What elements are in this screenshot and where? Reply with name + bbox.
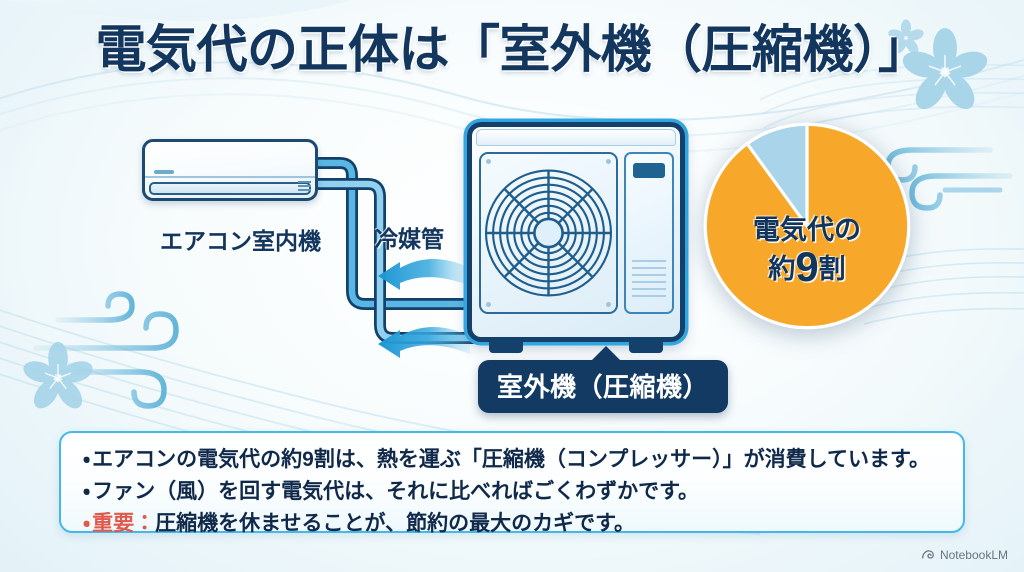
outdoor-unit-top-cover bbox=[476, 129, 676, 146]
bullet-item-3-important: ・重要：圧縮機を休ませることが、節約の最大のカギです。 bbox=[83, 508, 941, 540]
bullet-marker: ・ bbox=[83, 511, 91, 535]
notebooklm-logo-icon bbox=[922, 550, 934, 559]
bullet-marker: ・ bbox=[83, 448, 91, 471]
indoor-unit-illustration bbox=[142, 139, 318, 201]
screw-icon bbox=[606, 159, 611, 164]
screw-icon bbox=[606, 302, 611, 307]
refrigerant-pipe-label: 冷媒管 bbox=[375, 226, 444, 252]
indoor-unit-indicator bbox=[154, 170, 174, 174]
screw-icon bbox=[486, 302, 491, 307]
indoor-unit-louver bbox=[149, 182, 311, 195]
outdoor-unit-vent-slats bbox=[632, 260, 666, 302]
watermark: NotebookLM bbox=[921, 548, 1008, 562]
outdoor-unit-foot-left bbox=[489, 340, 523, 353]
bullet-lead-important: 重要： bbox=[92, 511, 156, 535]
summary-box: ・エアコンの電気代の約9割は、熱を運ぶ「圧縮機（コンプレッサー）」が消費していま… bbox=[59, 431, 965, 535]
electricity-share-pie-chart bbox=[703, 122, 911, 330]
page-title: 電気代の正体は「室外機（圧縮機）」 bbox=[95, 21, 929, 78]
indoor-unit-vent-chip bbox=[298, 181, 311, 191]
wind-swirl-icon-left bbox=[33, 291, 179, 409]
outdoor-unit-control-block bbox=[633, 163, 665, 178]
screw-icon bbox=[486, 159, 491, 164]
outdoor-unit-badge: 室外機（圧縮機） bbox=[478, 346, 729, 413]
outdoor-unit-fan-panel bbox=[479, 152, 618, 314]
flow-arrow-lower bbox=[378, 327, 470, 358]
indoor-unit-label: エアコン室内機 bbox=[160, 228, 321, 254]
bullet-marker: ・ bbox=[83, 479, 91, 503]
bullet-text: ファン（風）を回す電気代は、それに比べればごくわずかです。 bbox=[92, 479, 700, 503]
outdoor-unit-side-panel bbox=[624, 152, 674, 314]
outdoor-unit-foot-right bbox=[629, 340, 663, 353]
watermark-label: NotebookLM bbox=[939, 548, 1008, 562]
fan-grille-icon bbox=[484, 169, 613, 297]
outdoor-unit-illustration bbox=[467, 122, 685, 353]
indoor-unit-seam bbox=[145, 176, 315, 178]
flow-arrow-upper bbox=[378, 259, 470, 290]
bullet-item-1: ・エアコンの電気代の約9割は、熱を運ぶ「圧縮機（コンプレッサー）」が消費していま… bbox=[83, 444, 941, 476]
bullet-text: エアコンの電気代の約9割は、熱を運ぶ「圧縮機（コンプレッサー）」が消費しています… bbox=[92, 448, 930, 471]
bullet-text: 圧縮機を休ませることが、節約の最大のカギです。 bbox=[155, 511, 635, 535]
bullet-item-2: ・ファン（風）を回す電気代は、それに比べればごくわずかです。 bbox=[83, 476, 941, 508]
sakura-icon-bottomleft bbox=[23, 341, 93, 409]
